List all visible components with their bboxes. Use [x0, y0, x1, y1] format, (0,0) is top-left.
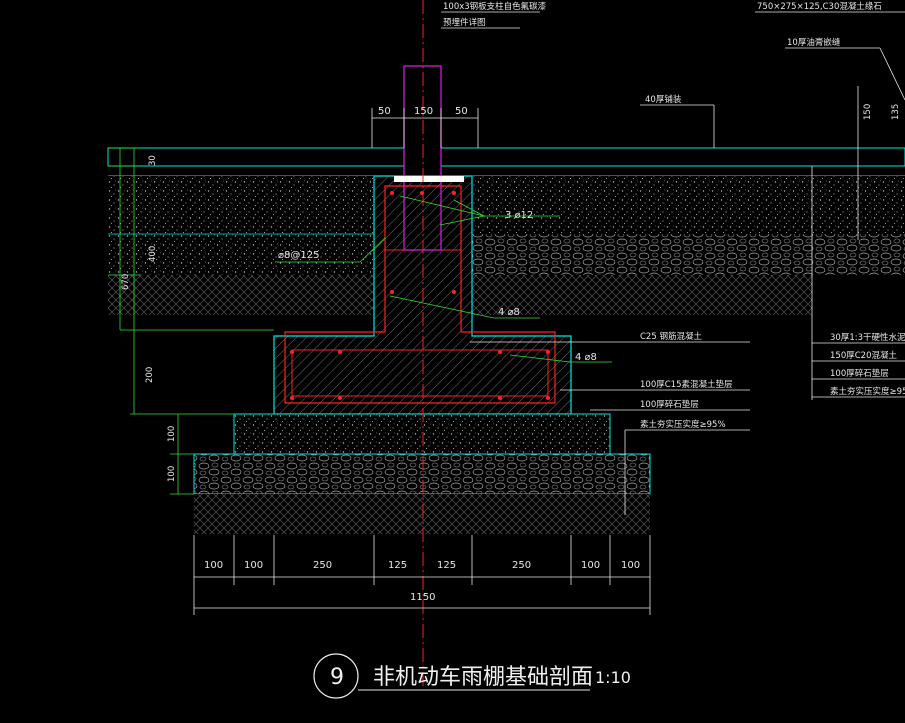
paving-right: [440, 147, 905, 167]
c15-pad: [233, 413, 611, 455]
far-layer-2: 150厚C20混凝土: [830, 350, 897, 361]
far-layer-4: 素土夯实压实度≥95%: [830, 386, 905, 397]
dim-200: 200: [145, 367, 155, 383]
bdim-2: 100: [244, 560, 263, 571]
bdim-4: 125: [388, 560, 407, 571]
dim-100b: 100: [167, 466, 177, 482]
compacted-soil: [194, 494, 650, 534]
dim-30: 30: [148, 155, 158, 166]
soil-left: [108, 275, 374, 315]
bottom-dimension-chain: [193, 535, 651, 615]
concrete-layer-left: [108, 176, 374, 234]
base-plate: [394, 176, 464, 182]
bdim-6: 250: [512, 560, 531, 571]
far-layer-3: 100厚碎石垫层: [830, 368, 889, 379]
total-dim: 1150: [410, 592, 435, 603]
dim-top-150: 150: [414, 106, 433, 117]
rebar-cage: [284, 185, 556, 404]
note-asphalt: 40厚铺装: [645, 94, 682, 105]
note-plate2: 预埋件详图: [443, 17, 486, 28]
note-plate: 100x3钢板支柱自色氟碳漆: [443, 1, 547, 12]
layer-c25: C25 钢筋混凝土: [640, 331, 702, 342]
dim-right-135: 135: [891, 104, 901, 120]
bdim-8: 100: [621, 560, 640, 571]
layer-gravel: 100厚碎石垫层: [640, 399, 699, 410]
title-circle: [313, 653, 359, 699]
dim-100a: 100: [167, 426, 177, 442]
dim-right-150: 150: [863, 104, 873, 120]
bdim-1: 100: [204, 560, 223, 571]
label-rebar-mid: 4 ⌀8: [498, 307, 520, 318]
title-scale: 1:10: [595, 668, 631, 687]
layer-c15: 100厚C15素混凝土垫层: [640, 379, 732, 390]
far-layer-1: 30厚1:3干硬性水泥砂浆: [830, 332, 905, 343]
soil-right: [472, 275, 812, 315]
bdim-5: 125: [437, 560, 456, 571]
note-curb: 750×275×125,C30混凝土缘石: [757, 1, 882, 12]
layer-soil: 素土夯实压实度≥95%: [640, 419, 726, 430]
concrete-layer-right: [472, 176, 905, 234]
dim-670: 670: [121, 274, 131, 290]
note-curb-pad: 10厚油膏嵌缝: [787, 37, 841, 48]
dim-top-50b: 50: [455, 106, 468, 117]
bdim-7: 100: [581, 560, 600, 571]
label-stirrup: ⌀8@125: [278, 250, 319, 261]
left-dimensions: [108, 147, 274, 495]
dim-400: 400: [148, 246, 158, 262]
label-rebar-top: 3 ⌀12: [505, 210, 533, 221]
gravel-right: [472, 234, 905, 275]
bottom-dim-labels: 100 100 250 125 125 250 100 100: [204, 560, 640, 571]
title-number: 9: [330, 665, 344, 690]
title-text: 非机动车雨棚基础剖面: [373, 665, 593, 690]
gravel-pad: [193, 453, 651, 495]
dim-top-50a: 50: [378, 106, 391, 117]
subbase-left: [108, 234, 374, 275]
label-rebar-base: 4 ⌀8: [575, 352, 597, 363]
bdim-3: 250: [313, 560, 332, 571]
